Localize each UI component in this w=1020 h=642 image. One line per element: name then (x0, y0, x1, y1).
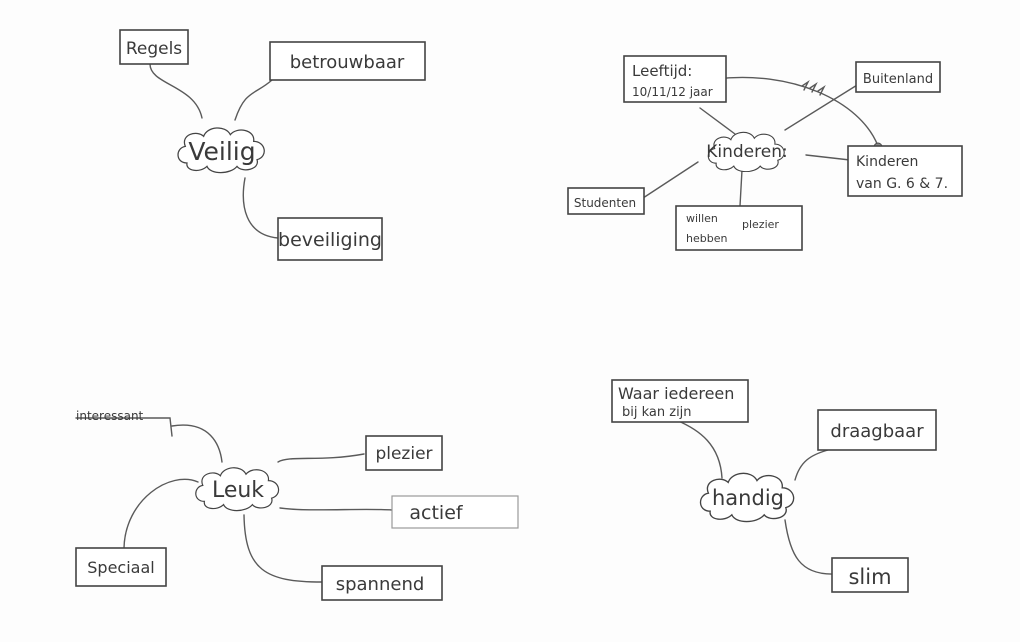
connector-actief (279, 507, 393, 511)
node-label-line1: willen (686, 212, 718, 225)
node-label: plezier (375, 444, 432, 464)
node-label: slim (848, 565, 891, 589)
node-label: spannend (336, 574, 425, 595)
mind-map-leuk: Leuk interessant plezier actief Speciaal… (75, 409, 519, 601)
node-label-line2: 10/11/12 jaar (632, 85, 713, 99)
connector-studenten (639, 161, 699, 201)
node-label-line1: Waar iedereen (618, 384, 734, 403)
node-spannend: spannend (321, 565, 443, 601)
node-betrouwbaar: betrouwbaar (269, 41, 426, 81)
node-slim: slim (831, 557, 909, 593)
center-cloud-leuk: Leuk (194, 466, 280, 512)
node-interessant: interessant (75, 409, 173, 437)
mind-map-kinderen: Kinderen: Leeftijd: 10/11/12 jaar Buiten… (567, 55, 963, 251)
connector-kinderen-groep (805, 154, 851, 161)
node-label-line1: Kinderen (856, 154, 918, 170)
node-willen-plezier-hebben: willen plezier hebben (675, 205, 803, 251)
node-studenten: Studenten (567, 187, 645, 215)
center-label: Kinderen: (706, 142, 787, 162)
center-cloud-veilig: Veilig (177, 127, 266, 174)
node-label: betrouwbaar (290, 52, 405, 73)
node-label-line3: hebben (686, 232, 727, 245)
connector-regels (149, 63, 203, 119)
node-beveiliging: beveiliging (277, 217, 383, 261)
node-label-line2: plezier (742, 218, 779, 231)
node-actief: actief (391, 495, 519, 529)
node-label-line2: bij kan zijn (622, 405, 692, 420)
node-waar-iedereen: Waar iedereen bij kan zijn (611, 379, 749, 423)
center-label: Veilig (188, 137, 255, 166)
node-regels: Regels (119, 29, 189, 65)
connector-leeftijd (699, 107, 736, 135)
center-cloud-handig: handig (699, 472, 795, 523)
arrow-marks (801, 79, 826, 96)
node-plezier: plezier (365, 435, 443, 471)
connector-plezier (277, 453, 365, 463)
center-label: Leuk (212, 478, 264, 503)
node-label: interessant (76, 409, 144, 423)
node-leeftijd: Leeftijd: 10/11/12 jaar (623, 55, 727, 103)
node-label: draagbaar (830, 421, 924, 442)
node-draagbaar: draagbaar (817, 409, 937, 451)
connector-beveiliging (242, 177, 279, 239)
connector-betrouwbaar (234, 79, 273, 121)
center-label: handig (712, 486, 784, 510)
connector-plezier (739, 169, 743, 207)
connector-interessant (171, 424, 223, 463)
node-label: actief (409, 502, 464, 524)
node-speciaal: Speciaal (75, 547, 167, 587)
mind-map-handig: handig Waar iedereen bij kan zijn draagb… (611, 379, 937, 593)
node-label: Buitenland (863, 72, 933, 87)
node-label: Speciaal (87, 558, 154, 577)
node-kinderen-groep: Kinderen van G. 6 & 7. (847, 145, 963, 197)
mind-map-veilig: Veilig Regels betrouwbaar beveiliging (119, 29, 426, 261)
node-label: Studenten (574, 196, 636, 210)
connector-slim (784, 519, 835, 575)
node-label-line1: Leeftijd: (632, 62, 692, 80)
connector-waar-iedereen (675, 419, 723, 479)
center-cloud-kinderen: Kinderen: (706, 131, 788, 172)
node-buitenland: Buitenland (855, 61, 941, 93)
node-label-line2: van G. 6 & 7. (856, 176, 948, 192)
node-label: Regels (126, 39, 182, 59)
connector-cross-link (715, 76, 879, 147)
node-label: beveiliging (278, 229, 382, 251)
connector-spannend (243, 514, 323, 583)
connector-draagbaar (794, 449, 829, 481)
connector-buitenland (784, 81, 863, 131)
connector-speciaal (123, 478, 199, 549)
